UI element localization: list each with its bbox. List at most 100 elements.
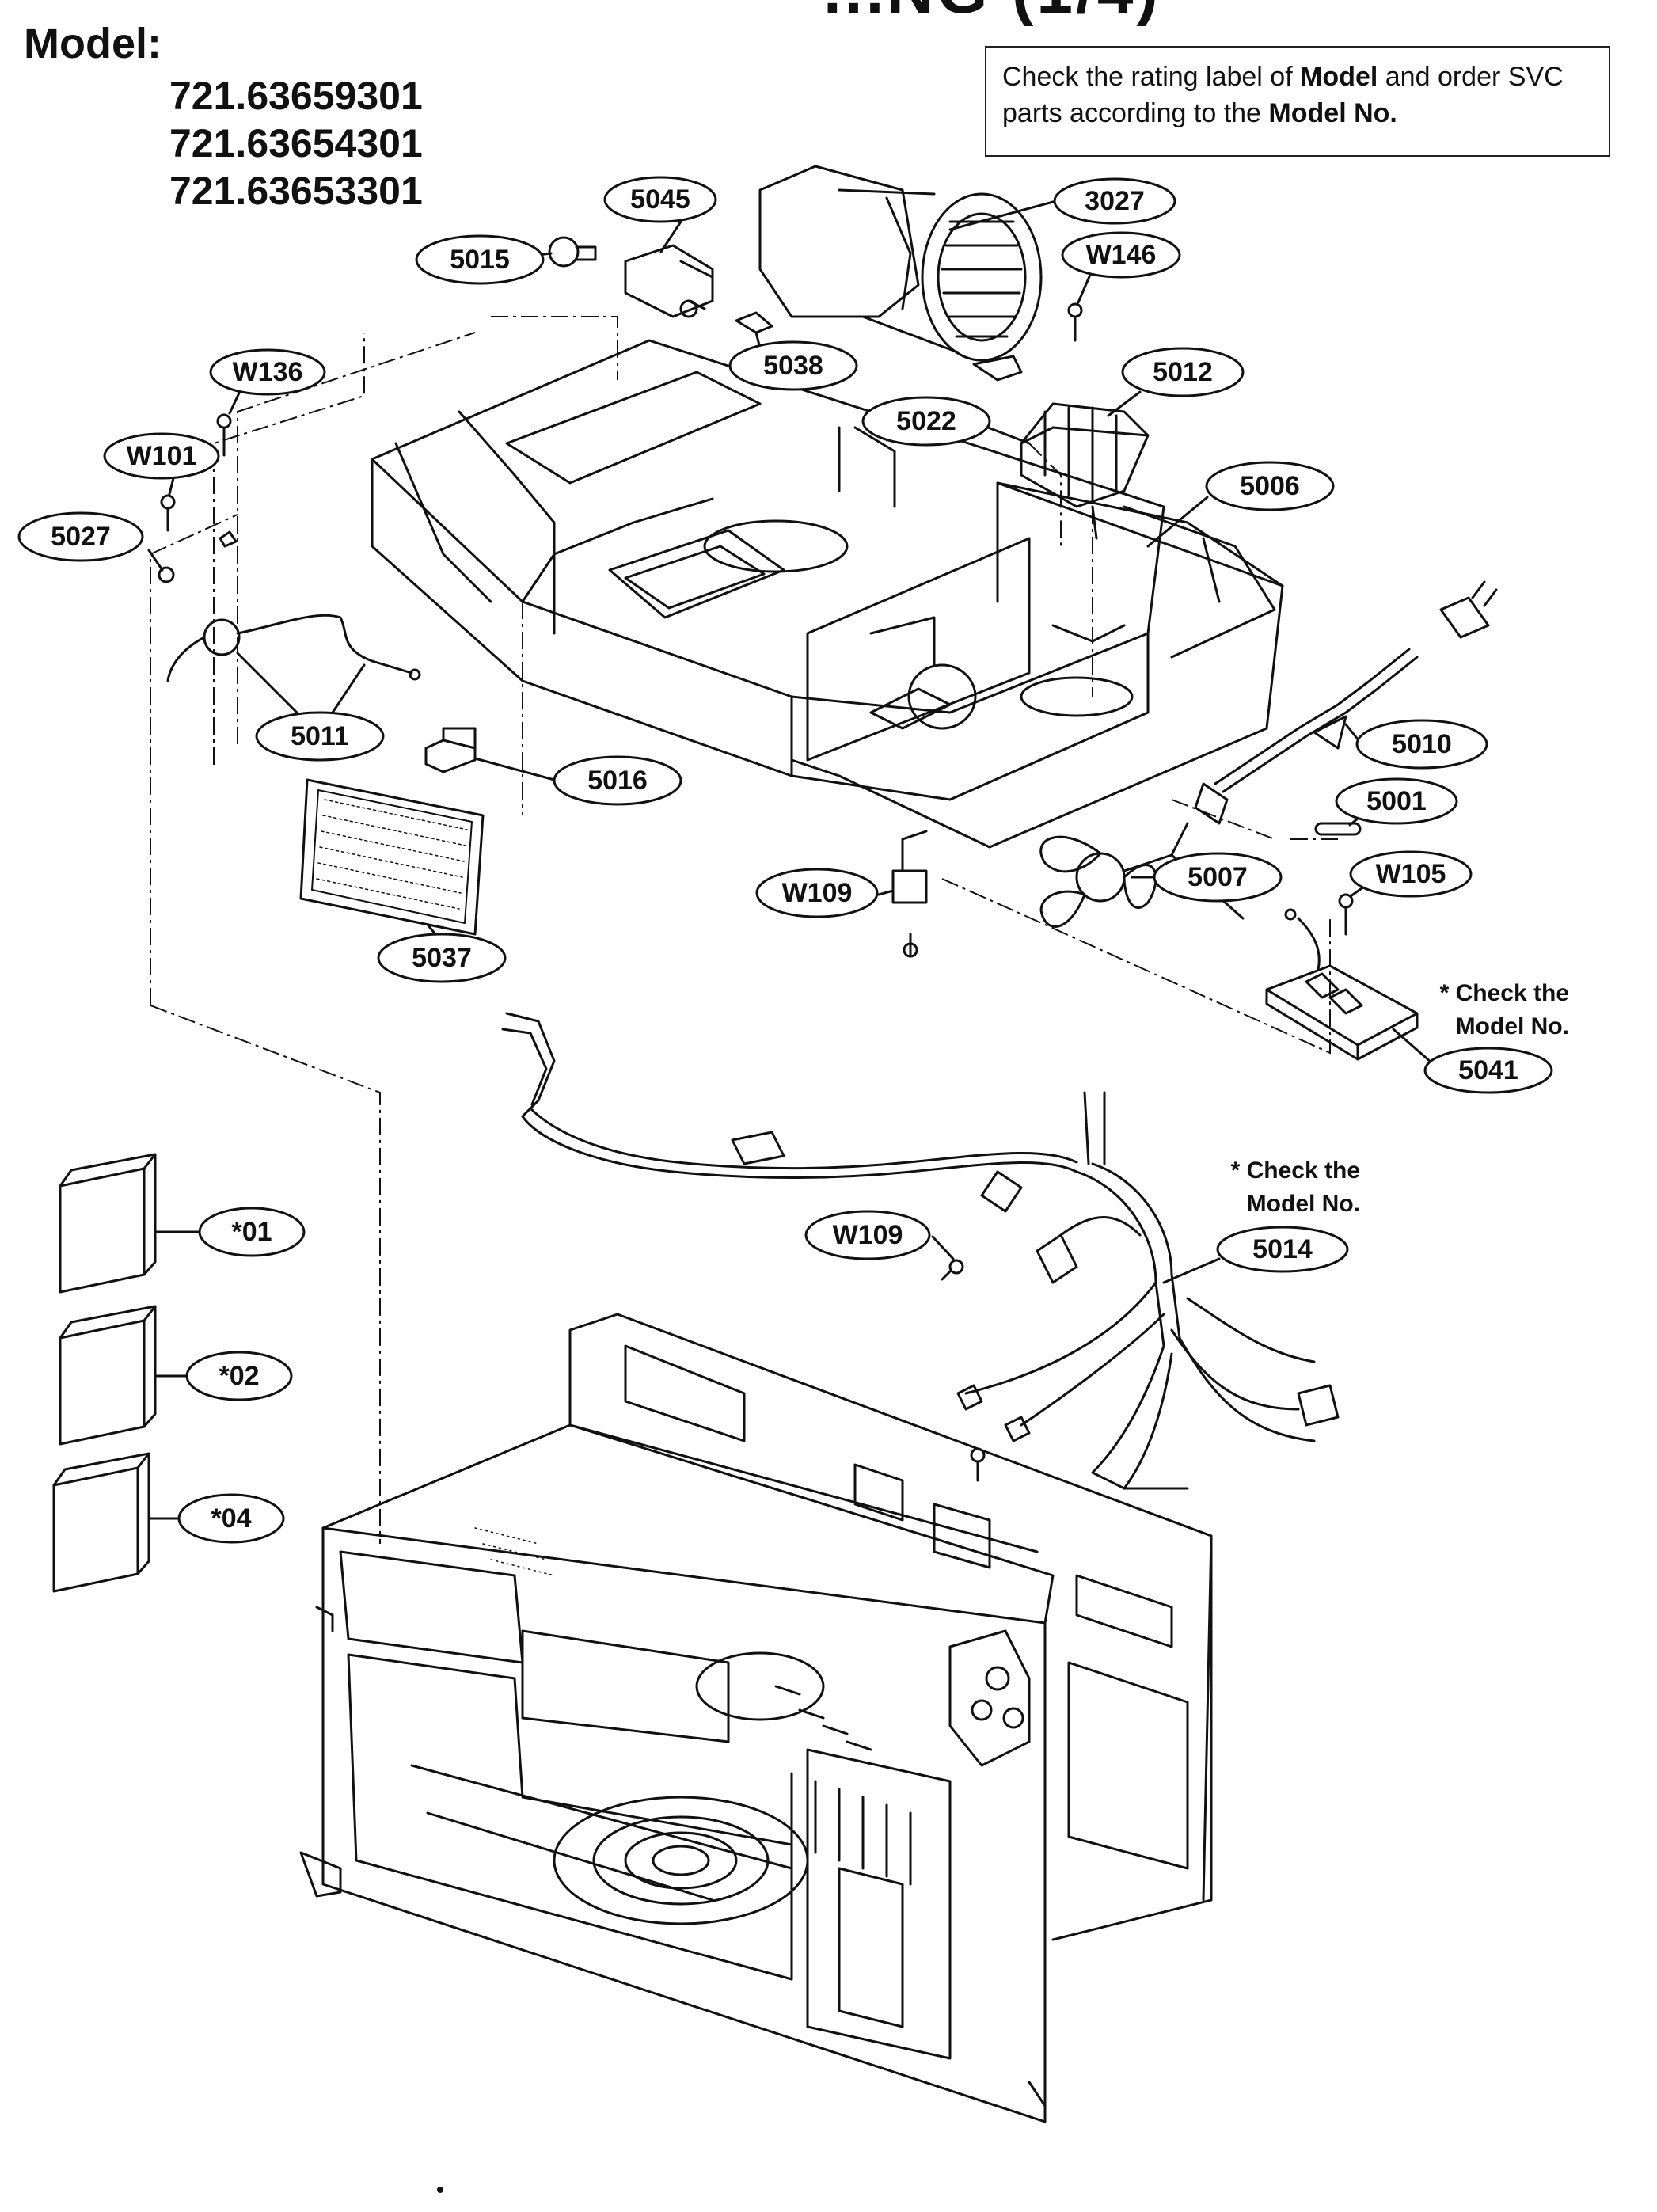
svg-text:5007: 5007 <box>1188 862 1248 892</box>
svg-text:5006: 5006 <box>1240 471 1300 501</box>
base-plate-assembly <box>371 339 1284 849</box>
page-title-fragment: ...NG (1/4) <box>823 0 1161 29</box>
leader-5014 <box>1162 1257 1221 1284</box>
callout-w109-lower: W109 <box>804 1210 931 1260</box>
callout-5037: 5037 <box>377 933 507 983</box>
svg-text:5012: 5012 <box>1153 357 1213 387</box>
notice-model-word: Model <box>1300 62 1378 92</box>
check-model-note-harness: * Check the Model No. <box>1230 1157 1360 1217</box>
svg-text:W146: W146 <box>1086 240 1157 270</box>
callout-w105: W105 <box>1349 850 1473 898</box>
callout-5041: 5041 <box>1423 1047 1553 1094</box>
part-5038 <box>735 311 773 334</box>
pcb-5041 <box>1265 908 1419 1061</box>
grease-filter-5037 <box>299 778 485 936</box>
callout-w101: W101 <box>103 432 220 480</box>
wire-harness-5014 <box>501 1012 1340 1490</box>
callout-3027: 3027 <box>1053 177 1176 225</box>
microwave-cavity-body <box>299 1313 1213 2123</box>
callout-kit-04: *04 <box>177 1493 285 1544</box>
callout-5015: 5015 <box>415 234 545 285</box>
relay-w109-a <box>891 830 928 958</box>
svg-text:5037: 5037 <box>412 943 472 973</box>
callout-5007: 5007 <box>1153 852 1283 903</box>
svg-text:*04: *04 <box>211 1503 251 1534</box>
svg-text:5001: 5001 <box>1366 786 1427 816</box>
power-cord-5010 <box>1194 580 1498 825</box>
callout-5027: 5027 <box>17 511 144 562</box>
callout-5011: 5011 <box>255 711 385 762</box>
svg-text:*02: *02 <box>219 1361 259 1391</box>
svg-text:*01: *01 <box>231 1217 272 1247</box>
lamp-bulb-5015 <box>548 236 597 268</box>
svg-text:W101: W101 <box>127 441 197 471</box>
svg-text:5022: 5022 <box>896 406 956 436</box>
check-model-note-pcb: * Check the Model No. <box>1439 980 1569 1039</box>
callout-5022: 5022 <box>861 396 991 447</box>
notice-text-middle: and order SVC parts according to the <box>1002 62 1564 128</box>
leader-w109-b <box>931 1235 955 1260</box>
model-number-2: 721.63654301 <box>169 121 423 165</box>
svg-text:5011: 5011 <box>291 721 349 751</box>
leader-3027 <box>948 200 1055 231</box>
screw-w101 <box>160 494 176 532</box>
svg-text:5041: 5041 <box>1458 1055 1518 1085</box>
model-label: Model: <box>24 20 162 67</box>
callout-5006: 5006 <box>1205 461 1335 511</box>
model-number-1: 721.63659301 <box>169 74 423 118</box>
thermostat-5016 <box>424 727 477 773</box>
model-number-3: 721.63653301 <box>169 169 423 213</box>
kit-box-04 <box>52 1452 150 1593</box>
svg-text:3027: 3027 <box>1085 186 1145 216</box>
callout-5038: 5038 <box>728 340 858 391</box>
callout-w146: W146 <box>1061 231 1181 279</box>
svg-text:W109: W109 <box>782 878 853 908</box>
callout-w109-upper: W109 <box>755 868 879 918</box>
callout-kit-02: *02 <box>185 1351 293 1401</box>
svg-text:5016: 5016 <box>587 766 648 796</box>
notice-model-no-word: Model No. <box>1268 98 1397 128</box>
callout-labels: 5045 3027 5015 W146 5038 5012 <box>17 176 1553 1544</box>
screw-w109-b <box>941 1259 964 1281</box>
svg-text:5038: 5038 <box>763 351 823 381</box>
fuse-5001 <box>1314 822 1362 836</box>
svg-text:W105: W105 <box>1376 859 1446 889</box>
callout-5016: 5016 <box>553 755 682 806</box>
callout-w136: W136 <box>209 348 326 396</box>
svg-text:5045: 5045 <box>630 184 690 215</box>
callout-5012: 5012 <box>1121 347 1245 397</box>
svg-text:5014: 5014 <box>1252 1234 1313 1264</box>
leader-5045 <box>659 220 682 253</box>
assembly-guide-lines <box>150 316 1338 1544</box>
thermal-fuse-5011 <box>166 614 421 682</box>
svg-text:5015: 5015 <box>450 245 510 275</box>
svg-text:W136: W136 <box>233 357 303 387</box>
callout-5045: 5045 <box>603 176 717 223</box>
screw-w136 <box>216 413 232 457</box>
leader-5012 <box>1107 390 1142 417</box>
callout-kit-01: *01 <box>198 1207 306 1257</box>
kit-box-02 <box>59 1305 157 1446</box>
scan-dot <box>437 2187 443 2193</box>
svg-text:W109: W109 <box>833 1220 903 1250</box>
model-notice-box: Check the rating label of Model and orde… <box>985 46 1610 157</box>
svg-text:5027: 5027 <box>51 522 111 552</box>
clip-5027 <box>158 530 238 583</box>
callout-5001: 5001 <box>1335 777 1458 825</box>
leader-w109-a <box>877 889 895 896</box>
screw-w146 <box>1067 302 1083 342</box>
leader-5022 <box>986 426 1031 445</box>
callout-5010: 5010 <box>1355 719 1488 770</box>
screw-w105 <box>1338 893 1354 936</box>
leader-5041 <box>1392 1028 1433 1064</box>
lamp-cover-5045 <box>624 244 714 318</box>
svg-text:5010: 5010 <box>1392 729 1452 759</box>
leader-5006 <box>1146 496 1209 548</box>
kit-box-01 <box>59 1153 157 1294</box>
callout-5014: 5014 <box>1216 1226 1349 1273</box>
notice-text-prefix: Check the rating label of <box>1002 62 1301 92</box>
leader-5016 <box>473 757 556 781</box>
transformer-5012 <box>1020 402 1150 540</box>
